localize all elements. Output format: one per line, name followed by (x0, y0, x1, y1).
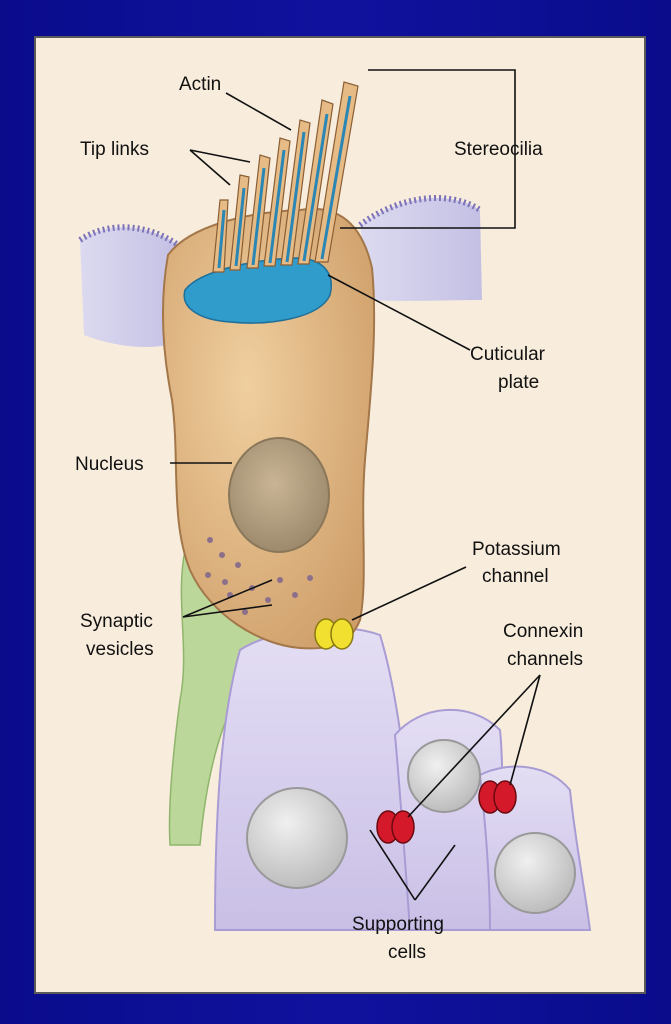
label-supporting-cells-line2: cells (388, 942, 426, 963)
potassium-channel (315, 619, 353, 649)
supporting-cells (215, 628, 590, 930)
supporting-cell-nucleus (247, 788, 347, 888)
label-tip-links: Tip links (80, 139, 149, 160)
label-synaptic-vesicles-line2: vesicles (86, 639, 154, 660)
nucleus (229, 438, 329, 552)
label-cuticular-plate-line2: plate (498, 372, 539, 393)
right-neighbor-cell (360, 198, 482, 301)
label-supporting-cells-line1: Supporting (352, 914, 444, 935)
label-connexin-channels-line2: channels (507, 649, 583, 670)
label-cuticular-plate-line1: Cuticular (470, 344, 546, 365)
label-potassium-channel-line1: Potassium (472, 539, 561, 560)
label-actin: Actin (179, 74, 221, 95)
label-potassium-channel-line2: channel (482, 566, 549, 587)
connexin-channel (479, 781, 516, 813)
label-stereocilia: Stereocilia (454, 139, 543, 160)
label-connexin-channels-line1: Connexin (503, 621, 583, 642)
label-synaptic-vesicles-line1: Synaptic (80, 611, 153, 632)
supporting-cell-nucleus (495, 833, 575, 913)
label-nucleus: Nucleus (75, 454, 144, 475)
